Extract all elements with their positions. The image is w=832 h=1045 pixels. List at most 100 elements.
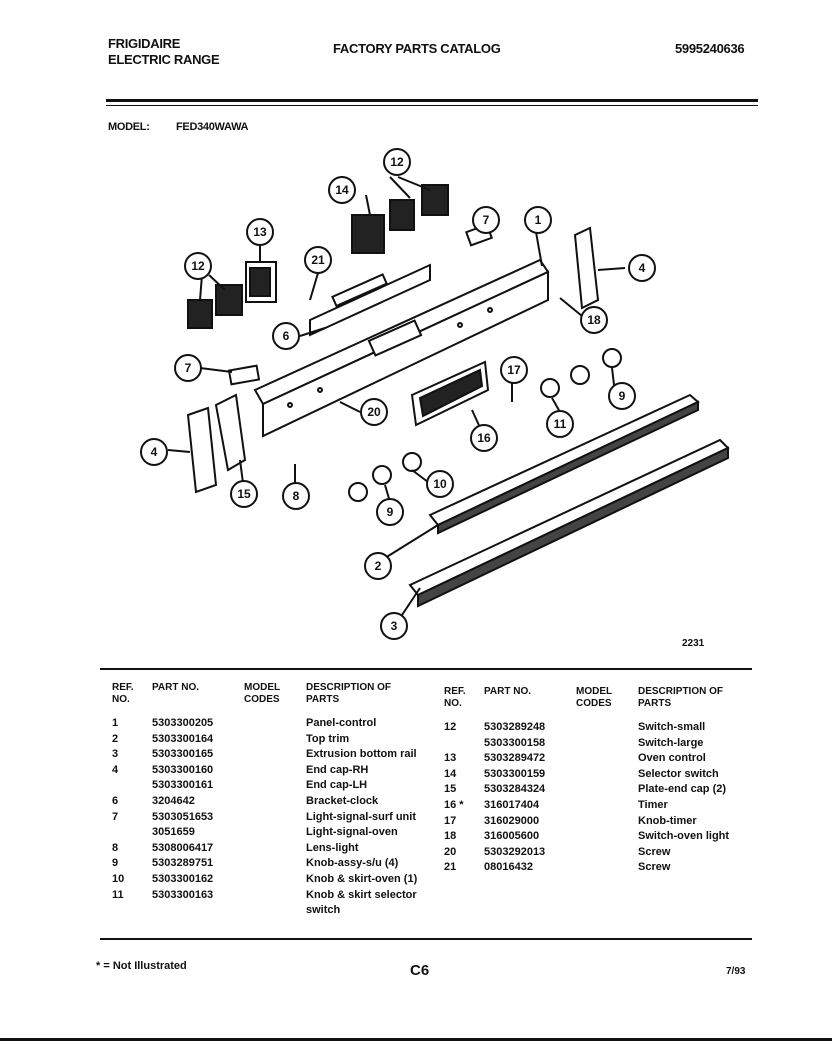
cell-desc: Knob-timer [638,814,697,827]
brand-name: FRIGIDAIRE [108,36,181,51]
header-rule-bottom [106,105,758,106]
cell-ref: 18 [444,830,457,843]
cell-ref: 10 [112,872,125,885]
callout-7-left: 7 [174,354,202,382]
callout-6-top: 6 [272,322,300,350]
callout-11: 11 [546,410,574,438]
cell-model [244,763,306,779]
cell-desc: Knob & skirt-oven (1) [306,872,418,885]
col-desc: DESCRIPTION OF PARTS [638,686,724,709]
cell-model [576,845,638,861]
cell-model [576,860,638,876]
cell-ref: 15 [444,783,457,796]
svg-text:20: 20 [367,405,381,419]
cell-desc: Switch-oven light [638,830,730,843]
cell-desc: Selector switch [638,767,719,780]
cell-desc: End cap-LH [306,779,368,792]
bottom-edge-rule [0,1038,832,1041]
cell-model [244,856,306,872]
svg-text:12: 12 [390,155,404,169]
callout-10: 10 [426,470,454,498]
catalog-number: 5995240636 [675,41,745,56]
cell-part: 5308006417 [152,841,214,854]
col-ref: REF. NO. [112,682,134,705]
col-desc: DESCRIPTION OF PARTS [306,682,392,705]
cell-model [244,872,306,888]
svg-text:18: 18 [587,313,601,327]
cell-part: 3051659 [152,826,195,839]
cell-model [576,798,638,814]
cell-desc: Timer [638,798,668,811]
cell-part: 5303300205 [152,717,214,729]
control-panel-part [253,258,550,438]
cell-ref: 8 [112,841,119,854]
cell-part: 5303292013 [484,845,546,858]
cell-desc: switch [306,904,341,917]
cell-ref: 11 [112,888,124,901]
cell-part: 08016432 [484,861,533,874]
table-row: switch [112,903,430,919]
clock-bracket-part [309,263,431,337]
footnote: * = Not Illustrated [96,960,187,972]
cell-part: 316017404 [484,798,540,811]
cell-ref [112,903,152,919]
svg-text:13: 13 [253,225,267,239]
cell-part: 5303300158 [484,736,546,749]
cell-desc: Light-signal-oven [306,826,398,839]
callout-2: 2 [364,552,392,580]
cell-model [576,814,638,830]
cell-desc: End cap-RH [306,763,369,776]
cell-ref: 20 [444,845,457,858]
table-header-row: REF. NO. PART NO. MODEL CODES DESCRIPTIO… [112,682,430,716]
callout-13: 13 [246,218,274,246]
callout-12-top: 12 [383,148,411,176]
cell-model [244,778,306,794]
table-row: 20 5303292013 Screw [444,845,754,861]
table-rule-bottom [100,938,752,940]
cell-model [576,829,638,845]
cell-part: 5303300164 [152,732,214,745]
cell-desc: Knob-assy-s/u (4) [306,857,399,870]
cell-model [244,903,306,919]
svg-text:3: 3 [391,619,398,633]
revision-date: 7/93 [726,966,746,977]
parts-table-left: REF. NO. PART NO. MODEL CODES DESCRIPTIO… [112,682,430,919]
callout-14: 14 [328,176,356,204]
cell-desc: Plate-end cap (2) [638,783,727,796]
header-rule-top [106,99,758,102]
cell-model [576,736,638,752]
svg-text:7: 7 [185,361,192,375]
cell-ref: 7 [112,810,119,823]
cell-ref: 4 [112,763,119,776]
cell-model [244,810,306,826]
callout-9-left: 9 [376,498,404,526]
svg-text:4: 4 [151,445,158,459]
cell-desc: Oven control [638,752,706,765]
cell-ref: 12 [444,721,457,733]
cell-ref: 16 * [444,798,464,811]
cell-model [576,751,638,767]
cell-model [244,794,306,810]
cell-desc: Screw [638,861,671,874]
callout-9-right: 9 [608,382,636,410]
exploded-parts-diagram: 12 14 13 21 7 1 12 4 18 6 7 17 9 20 11 1… [140,148,730,640]
cell-model [576,720,638,736]
callout-4-right: 4 [628,254,656,282]
svg-text:9: 9 [387,505,394,519]
callout-12-left: 12 [184,252,212,280]
callout-4-left: 4 [140,438,168,466]
cell-desc: Screw [638,845,671,858]
cell-ref [112,778,152,794]
cell-model [576,767,638,783]
cell-part: 316029000 [484,814,540,827]
